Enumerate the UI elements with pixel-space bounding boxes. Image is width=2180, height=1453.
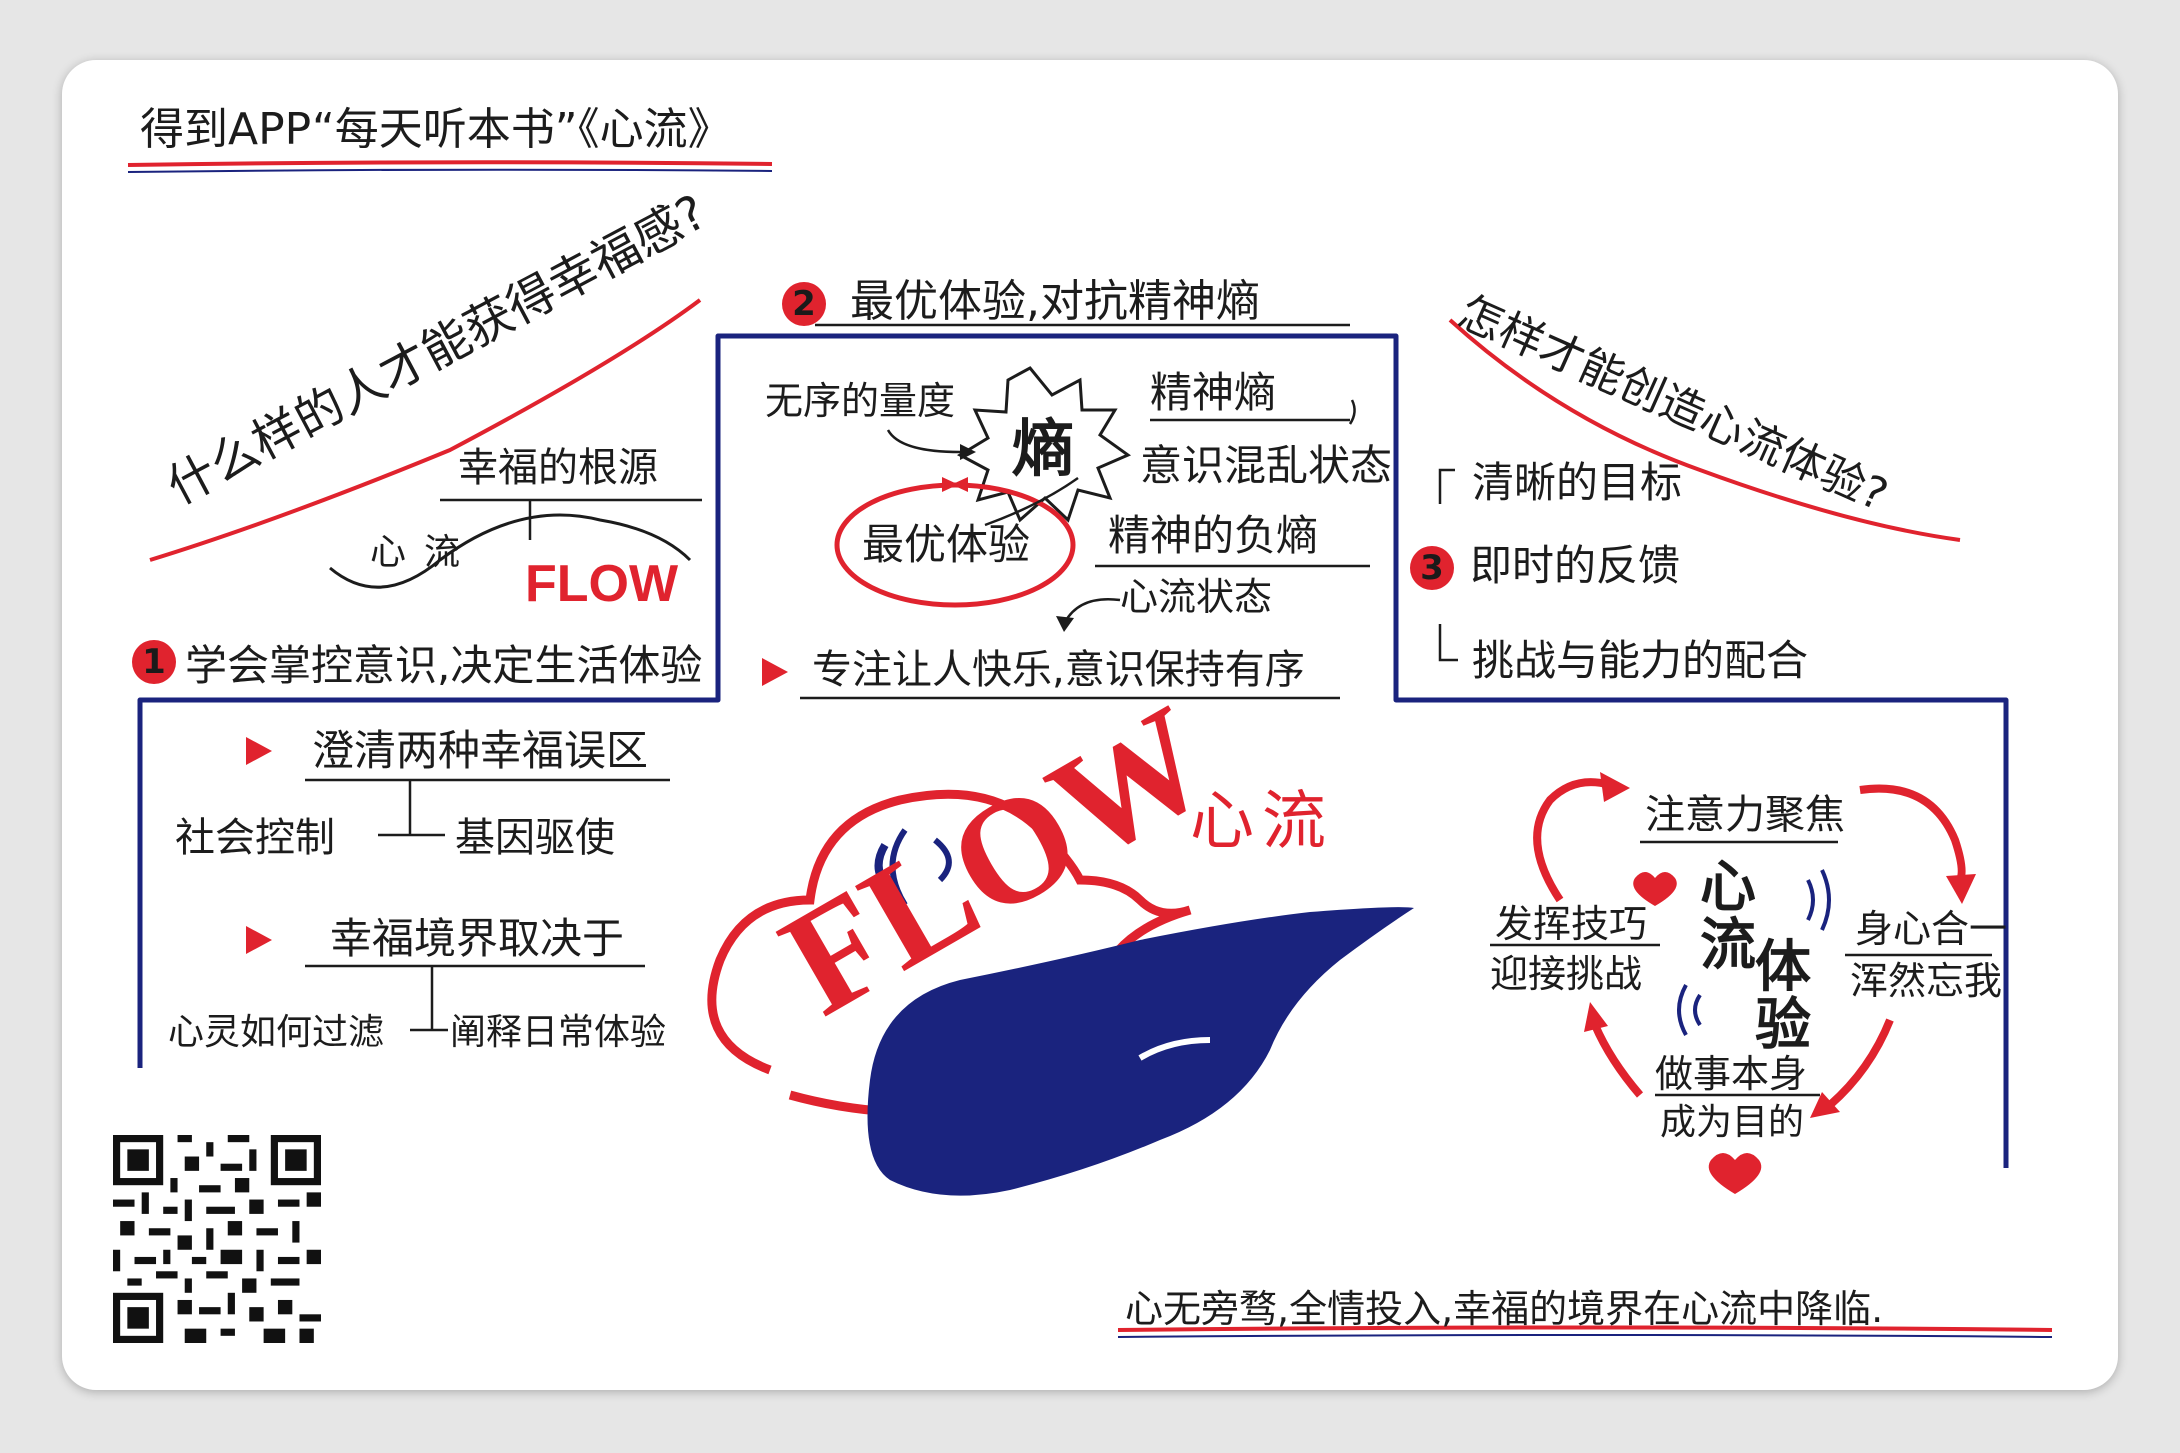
heart-center-char1: 心: [1700, 855, 1756, 920]
interpret-experience: 阐释日常体验: [450, 1012, 667, 1053]
heart-bottom-line1: 做事本身: [1655, 1052, 1808, 1096]
entropy-glyph: 熵: [1012, 412, 1075, 485]
flow-small-label: FLOW: [525, 555, 679, 613]
focus-happiness: 专注让人快乐,意识保持有序: [812, 647, 1305, 693]
section1-number-badge: 1: [132, 640, 176, 684]
heart-top-attention: 注意力聚焦: [1645, 792, 1845, 838]
heart-right-line1: 身心合一: [1855, 907, 2008, 951]
xinliu-small-label: 心流: [370, 532, 479, 573]
heart-center-char2: 流: [1700, 913, 1756, 978]
section3-number-badge: 3: [1410, 546, 1454, 590]
heart-bottom-line2: 成为目的: [1660, 1102, 1805, 1143]
flow-state: 心流状态: [1120, 575, 1273, 619]
spirit-negentropy: 精神的负熵: [1108, 511, 1319, 560]
heart-left-line2: 迎接挑战: [1490, 952, 1643, 996]
section2-heading: 最优体验,对抗精神熵: [850, 276, 1260, 327]
heart-center-char4: 验: [1755, 993, 1811, 1058]
optimal-experience-oval: 最优体验: [862, 520, 1031, 569]
heart-left-line1: 发挥技巧: [1495, 902, 1648, 946]
happiness-root-label: 幸福的根源: [458, 445, 658, 491]
section2-number-badge: 2: [782, 282, 826, 326]
qr-code: [113, 1135, 321, 1343]
clarify-misconceptions: 澄清两种幸福误区: [312, 726, 649, 775]
gene-drive: 基因驱使: [455, 815, 615, 861]
xinliu-center-label: 心流: [1190, 785, 1334, 859]
section1-heading: 学会掌控意识,决定生活体验: [185, 641, 703, 690]
page-title: 得到APP“每天听本书”《心流》: [140, 104, 732, 155]
heart-center-char3: 体: [1755, 935, 1811, 1000]
happiness-depends: 幸福境界取决于: [330, 914, 625, 963]
mindmap-card: [62, 60, 2118, 1390]
mind-filter: 心灵如何过滤: [168, 1012, 385, 1053]
section3-item-feedback: 即时的反馈: [1470, 541, 1681, 590]
heart-right-line2: 浑然忘我: [1850, 959, 2003, 1003]
consciousness-chaos: 意识混乱状态: [1140, 441, 1393, 490]
social-control: 社会控制: [175, 815, 335, 861]
spirit-entropy: 精神熵: [1150, 368, 1277, 417]
disorder-measure: 无序的量度: [765, 379, 956, 423]
section3-item-challenge: 挑战与能力的配合: [1472, 636, 1809, 685]
section3-item-goal: 清晰的目标: [1472, 458, 1683, 507]
footer-quote: 心无旁骛,全情投入,幸福的境界在心流中降临.: [1125, 1287, 1884, 1331]
